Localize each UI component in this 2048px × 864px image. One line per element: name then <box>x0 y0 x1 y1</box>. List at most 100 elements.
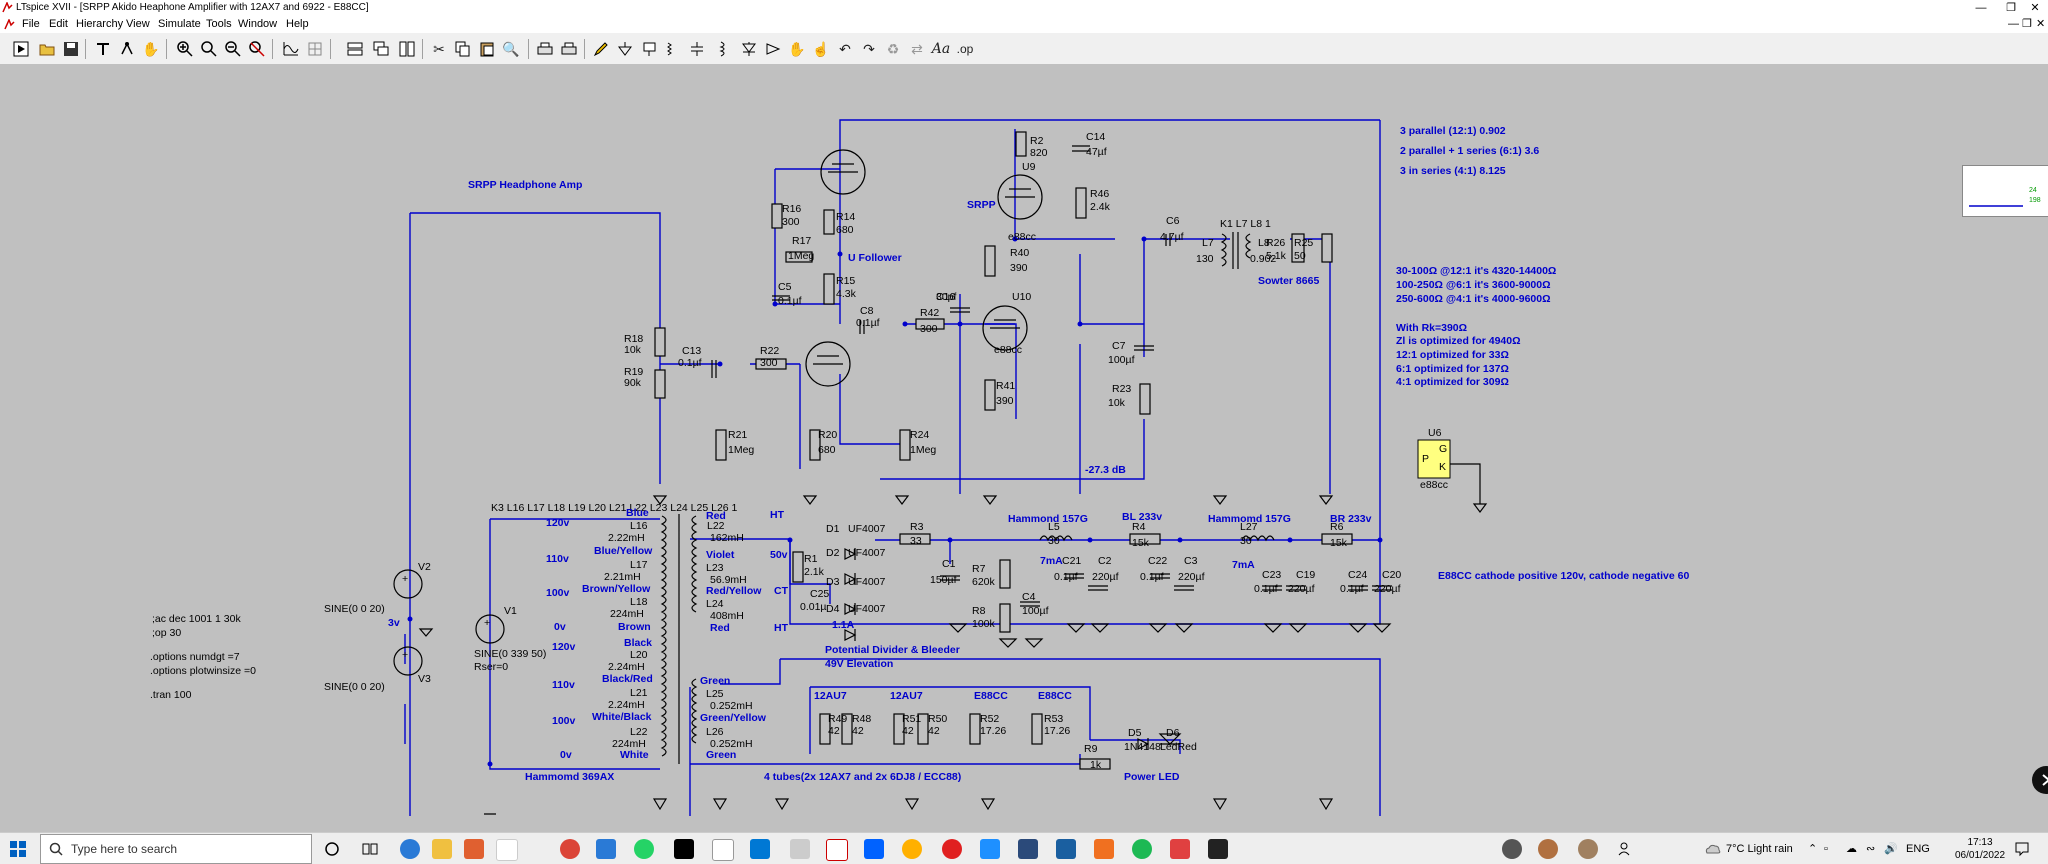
mdi-minimize-button[interactable]: — <box>2008 18 2019 30</box>
part-ref-c8[interactable]: C8 <box>860 305 874 317</box>
part-value-c14[interactable]: 47µf <box>1086 146 1107 158</box>
part-value-c20[interactable]: 220µf <box>1374 583 1401 595</box>
app-icon-navy[interactable] <box>1056 839 1076 859</box>
vlc-icon[interactable] <box>1094 839 1114 859</box>
part-value-r4[interactable]: 15k <box>1132 537 1150 549</box>
menu-help[interactable]: Help <box>286 18 309 30</box>
part-ref-c23[interactable]: C23 <box>1262 569 1281 581</box>
scroll-arrow-icon[interactable] <box>2032 766 2048 794</box>
capacitor-symbols[interactable] <box>711 145 1392 607</box>
drag-hand-icon[interactable]: ☝ <box>812 40 830 57</box>
part-value-c7[interactable]: 100µf <box>1108 354 1135 366</box>
part-value-r6[interactable]: 15k <box>1330 537 1348 549</box>
cortana-icon[interactable] <box>324 841 340 857</box>
schematic-canvas[interactable]: + + + SRPP Headpho <box>0 64 2048 816</box>
resistor-symbols[interactable] <box>654 131 1353 770</box>
ground-icon[interactable] <box>614 38 636 60</box>
part-value-r1[interactable]: 2.1k <box>804 566 825 578</box>
part-value-d2[interactable]: UF4007 <box>848 547 886 559</box>
part-value-d6[interactable]: LedRed <box>1160 741 1197 753</box>
photos-icon[interactable] <box>496 839 518 861</box>
directive-2[interactable]: .options numdgt =7 <box>150 651 240 663</box>
part-ref-d3[interactable]: D3 <box>826 576 840 588</box>
tray-avatar-1[interactable] <box>1502 839 1522 859</box>
part-value-r16[interactable]: 300 <box>782 216 800 228</box>
file-explorer-icon[interactable] <box>432 839 452 859</box>
part-value-c3[interactable]: 220µf <box>1178 571 1205 583</box>
move-hand-icon[interactable]: ✋ <box>788 40 806 57</box>
part-value-r25[interactable]: 50 <box>1294 250 1306 262</box>
app-icon-yellow[interactable] <box>902 839 922 859</box>
redo-icon[interactable]: ↷ <box>863 40 875 57</box>
zoom-out-icon[interactable] <box>222 38 244 60</box>
menu-simulate[interactable]: Simulate <box>158 18 201 30</box>
settings-icon[interactable] <box>790 839 810 859</box>
menu-file[interactable]: File <box>22 18 40 30</box>
part-ref-c6[interactable]: C6 <box>1166 215 1180 227</box>
grid-icon[interactable] <box>304 38 326 60</box>
part-value-r41[interactable]: 390 <box>996 395 1014 407</box>
mdi-close-button[interactable]: ✕ <box>2036 18 2046 30</box>
tray-avatar-3[interactable] <box>1578 839 1598 859</box>
part-value-l8[interactable]: 0.902 <box>1250 253 1276 265</box>
tray-avatar-2[interactable] <box>1538 839 1558 859</box>
part-ref-r23[interactable]: R23 <box>1112 383 1131 395</box>
inductor-icon[interactable] <box>710 38 732 60</box>
part-ref-l7[interactable]: L7 <box>1202 237 1214 249</box>
tray-chevron-icon[interactable]: ⌃ <box>1808 843 1818 855</box>
part-ref-r50[interactable]: R50 <box>928 713 947 725</box>
part-ref-r1[interactable]: R1 <box>804 553 818 565</box>
capacitor-icon[interactable] <box>686 38 708 60</box>
mdi-restore-button[interactable]: ❐ <box>2022 18 2032 30</box>
diode-icon[interactable] <box>738 38 760 60</box>
app-icon-green[interactable] <box>1132 839 1152 859</box>
choke-l5[interactable] <box>1039 535 1073 542</box>
part-value-r3[interactable]: 33 <box>910 535 922 547</box>
netflix-icon[interactable] <box>674 839 694 859</box>
label-net-icon[interactable] <box>638 38 660 60</box>
part-value-r46[interactable]: 2.4k <box>1090 201 1111 213</box>
voltage-source-v3[interactable]: + <box>393 646 423 676</box>
part-value-c13[interactable]: 0.1µf <box>678 357 702 369</box>
text-aa-icon[interactable]: Aa <box>931 41 951 57</box>
component-icon[interactable] <box>762 38 784 60</box>
part-ref-r4[interactable]: R4 <box>1132 521 1146 533</box>
part-ref-r3[interactable]: R3 <box>910 521 924 533</box>
part-value-r17[interactable]: 1Meg <box>788 250 814 262</box>
part-value-c25[interactable]: 0.01µ <box>800 601 827 613</box>
part-value-r21[interactable]: 1Meg <box>728 444 754 456</box>
part-ref-r42[interactable]: R42 <box>920 307 939 319</box>
people-icon[interactable] <box>1618 841 1634 857</box>
part-ref-r17[interactable]: R17 <box>792 235 811 247</box>
part-ref-r24[interactable]: R24 <box>910 429 929 441</box>
tube-u10[interactable] <box>982 305 1028 351</box>
part-value-c19[interactable]: 220µf <box>1288 583 1315 595</box>
edge-icon[interactable] <box>400 839 420 859</box>
tray-app-icon[interactable]: ▫ <box>1824 843 1828 855</box>
part-ref-r40[interactable]: R40 <box>1010 247 1029 259</box>
paste-icon[interactable] <box>476 38 498 60</box>
part-ref-r9[interactable]: R9 <box>1084 743 1098 755</box>
part-ref-c5[interactable]: C5 <box>778 281 792 293</box>
copy-icon[interactable] <box>452 38 474 60</box>
taskbar-clock[interactable]: 17:13 06/01/2022 <box>1955 836 2005 862</box>
part-ref-c16[interactable]: C16 <box>936 291 955 303</box>
windows-start-icon[interactable] <box>10 841 26 857</box>
waveform-icon[interactable] <box>280 38 302 60</box>
part-ref-c14[interactable]: C14 <box>1086 131 1105 143</box>
directive-0[interactable]: ;ac dec 1001 1 30k <box>152 613 241 625</box>
document-icon[interactable] <box>4 19 15 30</box>
part-value-r9[interactable]: 1k <box>1090 759 1102 771</box>
part-value-r42[interactable]: 300 <box>920 323 938 335</box>
part-value-r7[interactable]: 620k <box>972 576 996 588</box>
part-ref-r18[interactable]: R18 <box>624 333 643 345</box>
part-ref-r46[interactable]: R46 <box>1090 188 1109 200</box>
print-setup-icon[interactable] <box>534 38 556 60</box>
app-icon-blue[interactable] <box>750 839 770 859</box>
run-simulation-icon[interactable] <box>116 38 138 60</box>
u6-component[interactable] <box>1417 439 1481 504</box>
chrome-icon[interactable] <box>560 839 580 859</box>
open-folder-icon[interactable] <box>36 38 58 60</box>
close-button[interactable]: ✕ <box>2030 2 2040 14</box>
mail-icon[interactable] <box>596 839 616 859</box>
